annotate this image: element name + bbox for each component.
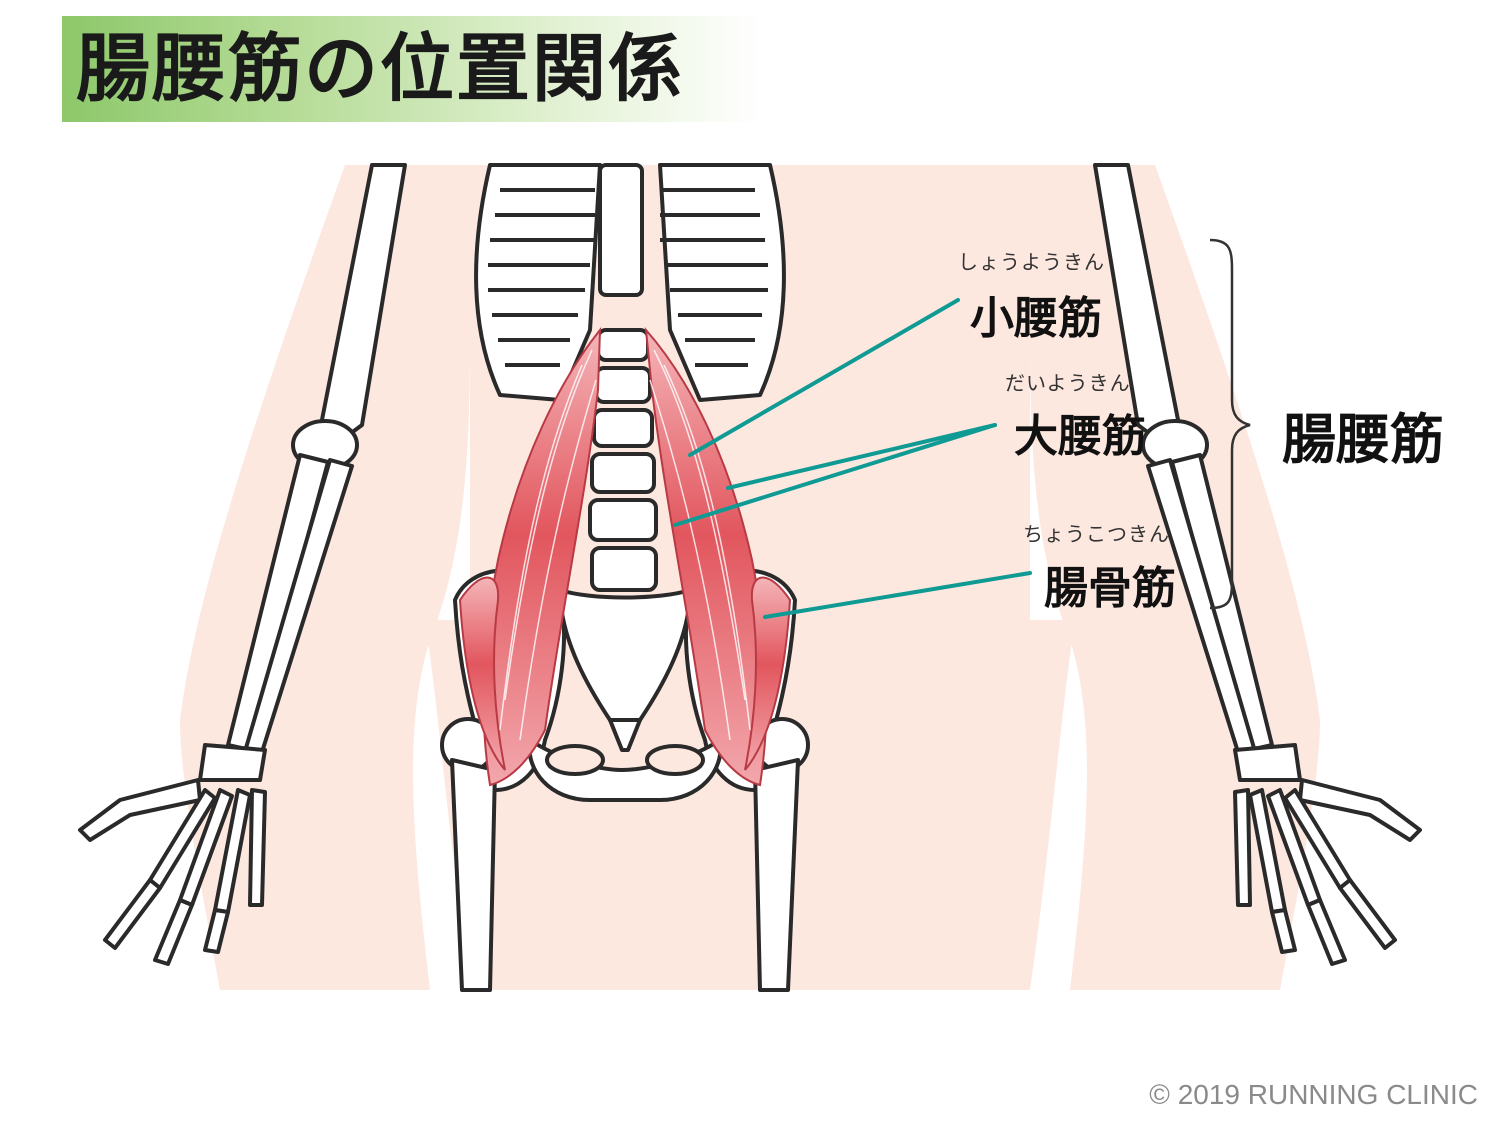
- rib-cage: [474, 163, 786, 402]
- left-arm: [78, 163, 407, 966]
- title-banner: 腸腰筋の位置関係: [62, 16, 762, 122]
- leader-line-psoas-major-a: [726, 423, 997, 490]
- psoas-muscles: [458, 327, 792, 787]
- leader-line-psoas-major-b: [673, 423, 997, 527]
- leader-lines: [673, 298, 1032, 619]
- leader-line-psoas-minor: [688, 298, 960, 457]
- copyright-text: © 2019 RUNNING CLINIC: [1149, 1079, 1478, 1110]
- page-title: 腸腰筋の位置関係: [76, 26, 684, 112]
- right-arm: [1093, 163, 1422, 966]
- leader-line-iliacus: [763, 571, 1032, 619]
- psoas-minor-reading: しょうようきん: [958, 250, 1105, 274]
- psoas-major-reading: だいようきん: [1005, 371, 1131, 395]
- femurs: [440, 717, 810, 992]
- psoas-major-label: 大腰筋: [1014, 411, 1146, 462]
- muscle-fibers: [499, 349, 751, 741]
- iliacus-reading: ちょうこつきん: [1023, 522, 1170, 546]
- iliacus-label: 腸骨筋: [1044, 563, 1176, 614]
- brace: [1209, 238, 1251, 610]
- iliopsoas-label: 腸腰筋: [1282, 408, 1444, 471]
- psoas-minor-label: 小腰筋: [970, 293, 1102, 344]
